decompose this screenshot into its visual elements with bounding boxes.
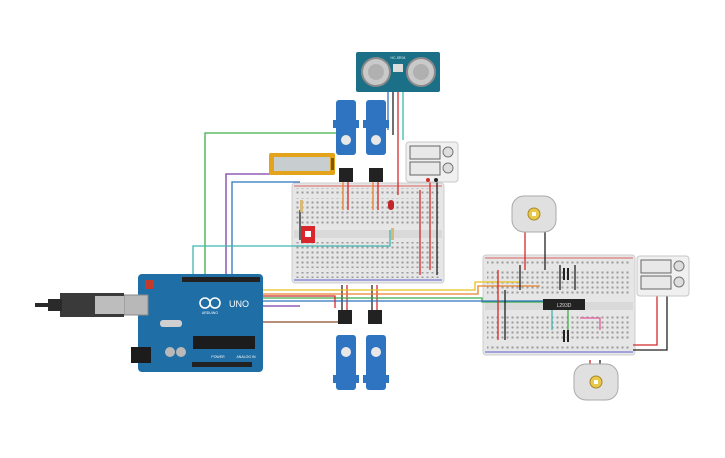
servo-lower-right[interactable] [363,310,389,390]
arduino-analog-label: ANALOG IN [236,355,256,359]
battery-pack-2[interactable] [636,255,690,297]
resistor-2[interactable] [391,228,394,240]
ultrasonic-sensor[interactable]: HC-SR04 [356,52,440,92]
slide-switch[interactable] [301,226,315,243]
led-red[interactable] [388,200,394,210]
resistor-1[interactable] [300,200,303,212]
dc-motor-bottom[interactable] [573,363,619,401]
lcd-display[interactable] [269,153,335,175]
arduino-uno[interactable]: UNO ARDUINO POWER ANALOG IN [123,274,263,372]
sensor-name: HC-SR04 [391,56,406,60]
usb-connector-icon [35,293,124,317]
dc-motor-top[interactable] [511,195,557,233]
motor-driver-ic[interactable]: L293D [543,299,585,310]
servo-upper-left[interactable] [333,100,359,182]
servo-upper-right[interactable] [363,100,389,182]
arduino-brand: ARDUINO [202,311,218,315]
arduino-model: UNO [229,299,249,309]
arduino-infinity-logo-icon [199,297,221,309]
servo-lower-left[interactable] [333,310,359,390]
breadboard-main [291,182,445,284]
capacitor-1[interactable] [563,268,569,280]
motor-driver-name: L293D [557,303,572,309]
capacitor-2[interactable] [563,330,569,342]
arduino-power-label: POWER [211,355,225,359]
battery-pack-1[interactable] [405,141,459,183]
